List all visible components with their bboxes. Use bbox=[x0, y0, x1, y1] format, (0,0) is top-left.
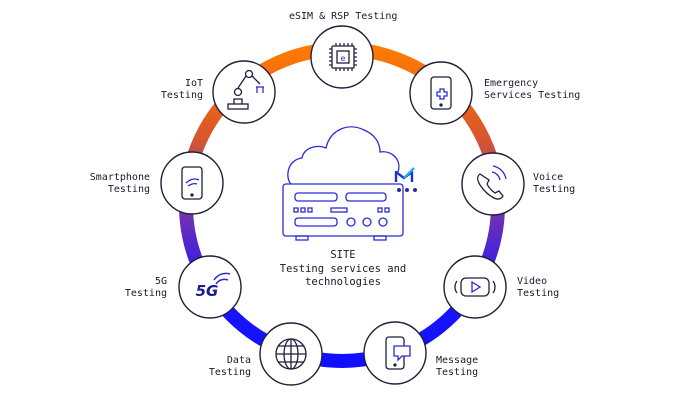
node-emergency bbox=[409, 61, 473, 125]
5g-icon: 5G bbox=[196, 272, 231, 300]
node-smartphone bbox=[160, 151, 224, 215]
svg-text:5G: 5G bbox=[196, 282, 219, 300]
label-5g: 5G Testing bbox=[124, 276, 167, 299]
sim-chip-icon: e bbox=[329, 43, 357, 71]
phone-call-icon bbox=[477, 165, 507, 200]
node-video bbox=[443, 255, 507, 319]
label-video: Video Testing bbox=[517, 276, 560, 299]
center-caption: SITE Testing services and technologies bbox=[262, 249, 424, 290]
node-5g bbox=[178, 255, 242, 319]
label-smartphone: Smartphone Testing bbox=[89, 172, 150, 195]
medical-phone-icon bbox=[430, 76, 452, 110]
label-voice: Voice Testing bbox=[533, 172, 576, 195]
node-esim bbox=[310, 25, 374, 89]
globe-icon bbox=[275, 338, 307, 370]
node-voice bbox=[461, 152, 525, 216]
smartphone-icon bbox=[181, 166, 203, 200]
m-logo-icon bbox=[394, 167, 417, 192]
center-title: SITE bbox=[330, 249, 356, 261]
label-message: Message Testing bbox=[436, 355, 479, 378]
label-data: Data Testing bbox=[208, 355, 251, 378]
message-phone-icon bbox=[385, 336, 411, 370]
server-cloud-icon bbox=[282, 126, 404, 241]
node-iot bbox=[212, 60, 276, 124]
svg-text:e: e bbox=[341, 54, 346, 63]
label-iot: IoT Testing bbox=[160, 78, 203, 101]
label-emergency: Emergency Services Testing bbox=[484, 78, 581, 101]
label-esim: eSIM & RSP Testing bbox=[289, 11, 398, 22]
robot-arm-icon bbox=[227, 69, 264, 110]
center-line1: Testing services and bbox=[279, 262, 407, 275]
center-line2: technologies bbox=[305, 276, 381, 288]
play-video-icon bbox=[454, 277, 496, 297]
